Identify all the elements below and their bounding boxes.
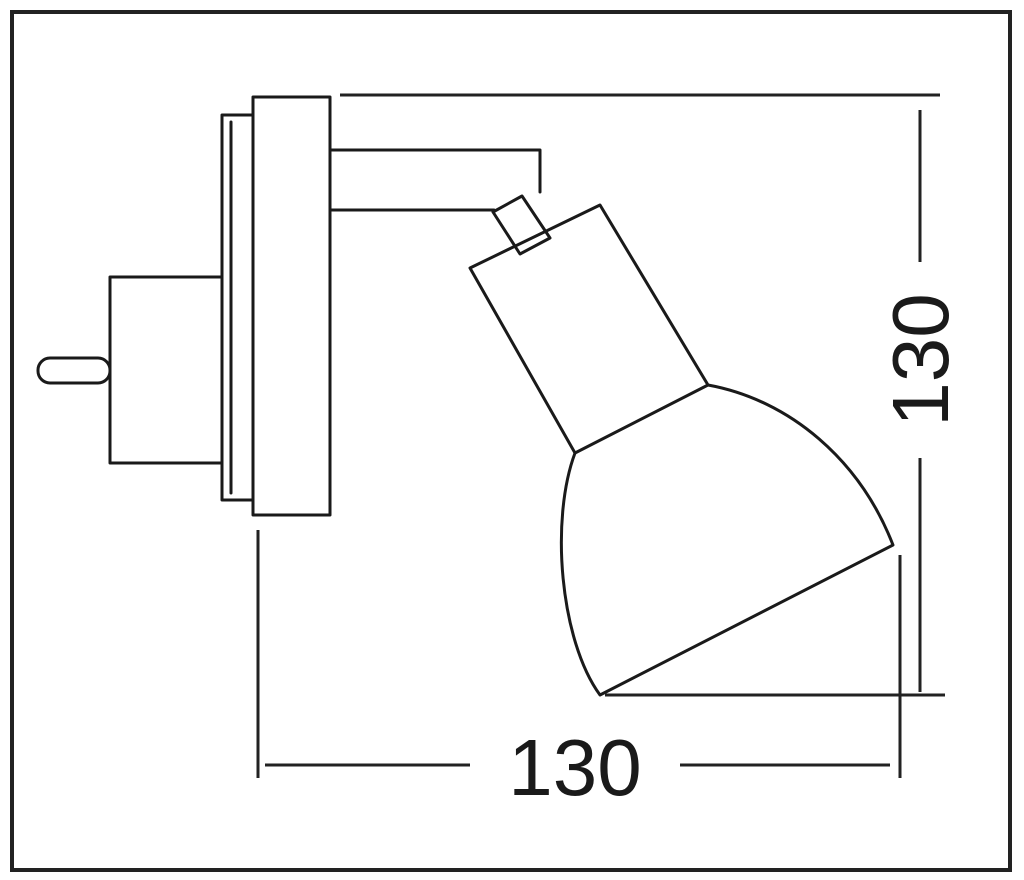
socket — [468, 203, 710, 455]
width-dimension: 130 — [256, 530, 902, 812]
shade — [559, 383, 895, 697]
lamp-head — [468, 203, 895, 697]
back-plate — [251, 95, 332, 517]
width-label: 130 — [508, 723, 641, 812]
mounting-pin — [36, 356, 112, 385]
arm — [328, 148, 552, 256]
wall-mount — [36, 95, 332, 517]
height-label: 130 — [876, 293, 965, 426]
swivel-joint — [491, 194, 552, 256]
junction-box — [108, 275, 224, 465]
inner-plate — [220, 113, 255, 502]
outer-frame — [10, 10, 1012, 872]
height-dimension: 130 — [340, 93, 965, 697]
